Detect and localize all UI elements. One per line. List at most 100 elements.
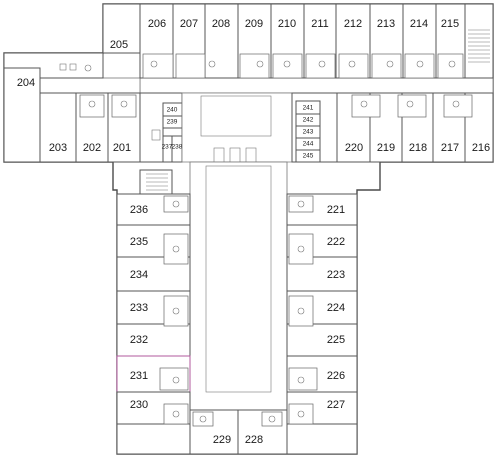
- label-222: 222: [327, 236, 345, 248]
- toilet-icon: [172, 410, 180, 418]
- label-217: 217: [441, 142, 459, 154]
- label-239: 239: [167, 119, 178, 126]
- label-211: 211: [311, 18, 329, 30]
- room-205[interactable]: [102, 3, 141, 54]
- label-236: 236: [130, 204, 148, 216]
- toilet-icon: [297, 376, 305, 384]
- central-lobby: [181, 92, 293, 163]
- toilet-icon: [406, 100, 414, 108]
- label-206: 206: [148, 18, 166, 30]
- room-labels: 206 207 208 209 210 211 212 213 214 215 …: [17, 18, 490, 446]
- toilet-icon: [199, 415, 207, 423]
- label-204: 204: [17, 77, 35, 89]
- room-216[interactable]: [464, 92, 494, 163]
- sink-icon: [69, 63, 77, 71]
- label-214: 214: [410, 18, 428, 30]
- toilet-icon: [120, 100, 128, 108]
- toilet-icon: [268, 415, 276, 423]
- label-225: 225: [327, 334, 345, 346]
- elevator-icon: [245, 147, 257, 163]
- toilet-icon: [297, 410, 305, 418]
- label-212: 212: [344, 18, 362, 30]
- toilet-icon: [318, 60, 326, 68]
- label-221: 221: [327, 204, 345, 216]
- toilet-icon: [448, 60, 456, 68]
- label-205: 205: [110, 39, 128, 51]
- label-220: 220: [345, 142, 363, 154]
- toilet-icon: [172, 376, 180, 384]
- label-223: 223: [327, 269, 345, 281]
- toilet-icon: [297, 307, 305, 315]
- elevator-icon: [213, 147, 225, 163]
- room-203[interactable]: [39, 92, 77, 163]
- label-240: 240: [167, 107, 178, 114]
- toilet-icon: [84, 64, 92, 72]
- toilet-icon: [172, 307, 180, 315]
- label-231: 231: [130, 370, 148, 382]
- atrium-void: [200, 95, 272, 137]
- east-column-rooms: [286, 193, 358, 455]
- label-224: 224: [327, 302, 345, 314]
- toilet-icon: [172, 200, 180, 208]
- label-228: 228: [245, 434, 263, 446]
- label-213: 213: [377, 18, 395, 30]
- toilet-icon: [297, 245, 305, 253]
- utility-rooms-east: [291, 92, 338, 163]
- toilet-icon: [452, 100, 460, 108]
- label-210: 210: [278, 18, 296, 30]
- toilet-icon: [416, 60, 424, 68]
- label-235: 235: [130, 236, 148, 248]
- label-216: 216: [472, 142, 490, 154]
- toilet-icon: [208, 60, 216, 68]
- label-208: 208: [212, 18, 230, 30]
- room-208[interactable]: [204, 3, 239, 79]
- label-241: 241: [303, 105, 314, 112]
- toilet-icon: [150, 60, 158, 68]
- label-207: 207: [180, 18, 198, 30]
- toilet-icon: [256, 60, 264, 68]
- top-row-bathrooms: [59, 53, 464, 79]
- stairwell-ne: [464, 3, 494, 79]
- label-215: 215: [441, 18, 459, 30]
- north-south-row-east: [336, 92, 494, 163]
- room-245[interactable]: [295, 149, 321, 163]
- room-225[interactable]: [286, 323, 358, 357]
- label-245: 245: [303, 153, 314, 160]
- elevator-icon: [229, 147, 241, 163]
- label-232: 232: [130, 334, 148, 346]
- utility-rooms-west: [139, 92, 183, 163]
- label-203: 203: [49, 142, 67, 154]
- courtyard: [205, 165, 272, 393]
- stair-icon: [139, 169, 173, 195]
- toilet-icon: [386, 60, 394, 68]
- label-226: 226: [327, 370, 345, 382]
- label-229: 229: [213, 434, 231, 446]
- toilet-icon: [88, 100, 96, 108]
- toilet-icon: [283, 60, 291, 68]
- toilet-icon: [172, 245, 180, 253]
- label-234: 234: [130, 269, 148, 281]
- label-238: 238: [172, 144, 183, 151]
- label-219: 219: [377, 142, 395, 154]
- label-242: 242: [303, 117, 314, 124]
- label-237: 237: [162, 144, 173, 151]
- label-233: 233: [130, 302, 148, 314]
- label-218: 218: [409, 142, 427, 154]
- stair-icon: [468, 29, 490, 63]
- south-courtyard: [189, 161, 288, 411]
- north-corridor: [139, 77, 494, 94]
- room-232[interactable]: [116, 323, 191, 357]
- room-se-corner: [286, 423, 358, 455]
- west-column-rooms: [116, 193, 191, 455]
- label-201: 201: [113, 142, 131, 154]
- elevator-icon: [151, 129, 161, 141]
- room-204[interactable]: [3, 67, 41, 163]
- sink-icon: [59, 63, 67, 71]
- label-243: 243: [303, 129, 314, 136]
- toilet-icon: [348, 60, 356, 68]
- label-227: 227: [327, 399, 345, 411]
- toilet-icon: [360, 100, 368, 108]
- bottom-rooms: [189, 409, 288, 455]
- label-244: 244: [303, 141, 314, 148]
